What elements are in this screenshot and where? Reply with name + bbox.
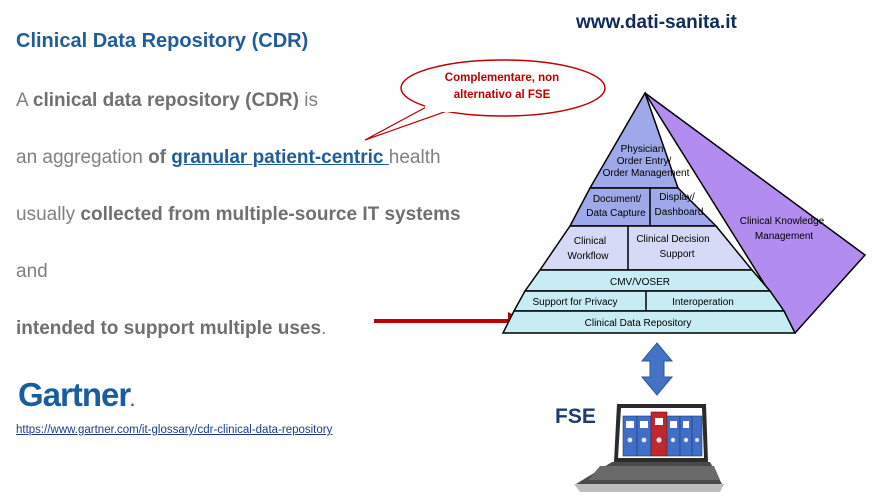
clinical-knowledge-face: [644, 92, 867, 335]
definition-line-1: A clinical data repository (CDR) is: [16, 90, 318, 111]
ckm-line-1: Clinical Knowledge: [740, 216, 825, 227]
tier-doc-line-1: Document/: [593, 194, 642, 205]
tier-workflow-line-1: Clinical: [574, 236, 606, 247]
tier-top-line-1: Physician: [621, 144, 664, 155]
definition-line-5: intended to support multiple uses.: [16, 318, 327, 339]
double-arrow-icon: [640, 342, 674, 396]
fse-label: FSE: [555, 405, 596, 428]
definition-line-2: an aggregation of granular patient-centr…: [16, 147, 441, 168]
callout-line-2: alternativo al FSE: [454, 89, 551, 101]
callout-line-1: Complementare, non: [445, 72, 559, 84]
definition-line-4: and: [16, 261, 48, 282]
tier-workflow-line-2: Workflow: [568, 251, 610, 262]
ckm-line-2: Management: [755, 231, 814, 242]
page-title: Clinical Data Repository (CDR): [16, 30, 309, 52]
cdr-tier: [501, 310, 797, 334]
red-arrow: [374, 312, 526, 330]
workflow-cds-tier: [538, 225, 754, 271]
definition-line-3: usually collected from multiple-source I…: [16, 204, 461, 225]
tier-privacy: Support for Privacy: [532, 297, 617, 308]
tier-top-line-3: Order Management: [603, 168, 690, 179]
tier-doc-line-2: Data Capture: [586, 208, 646, 219]
laptop-binders-icon: [574, 404, 724, 492]
tier-top-line-2: Order Entry/: [617, 156, 672, 167]
tier-cds-line-1: Clinical Decision: [636, 234, 709, 245]
gartner-logo: Gartner.: [18, 376, 135, 413]
source-url-link[interactable]: https://www.gartner.com/it-glossary/cdr-…: [16, 424, 333, 436]
tier-interop: Interoperation: [672, 297, 734, 308]
tier-cds-line-2: Support: [659, 249, 694, 260]
granular-link[interactable]: granular patient-centric: [171, 147, 389, 168]
tier-cdr: Clinical Data Repository: [585, 318, 692, 329]
tier-display-line-2: Dashboard: [655, 207, 704, 218]
tier-display-line-1: Display/: [659, 192, 695, 203]
callout-bubble: Complementare, non alternativo al FSE: [364, 59, 606, 141]
website-label: www.dati-sanita.it: [576, 12, 737, 33]
tier-cmv: CMV/VOSER: [610, 277, 670, 288]
